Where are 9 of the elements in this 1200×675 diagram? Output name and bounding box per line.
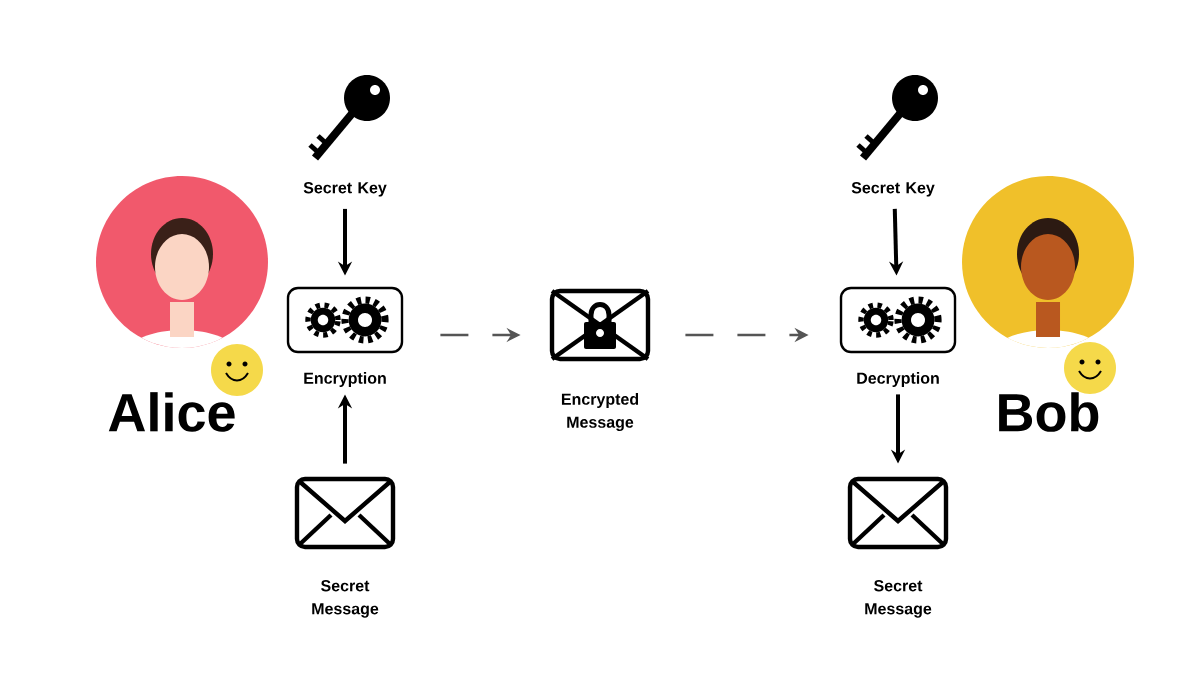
person-name: Bob bbox=[999, 392, 1099, 432]
icon-caption: Secret Key bbox=[303, 182, 387, 197]
icon-caption: Encrypted Message bbox=[561, 393, 639, 432]
icon-caption: Secret Message bbox=[312, 580, 379, 618]
person-name: Alice bbox=[108, 392, 235, 432]
icon-caption: Secret Key bbox=[851, 182, 935, 197]
icon-caption: Encryption bbox=[304, 372, 386, 387]
icon-caption: Secret Message bbox=[865, 580, 932, 618]
icon-caption: Decryption bbox=[857, 372, 939, 387]
